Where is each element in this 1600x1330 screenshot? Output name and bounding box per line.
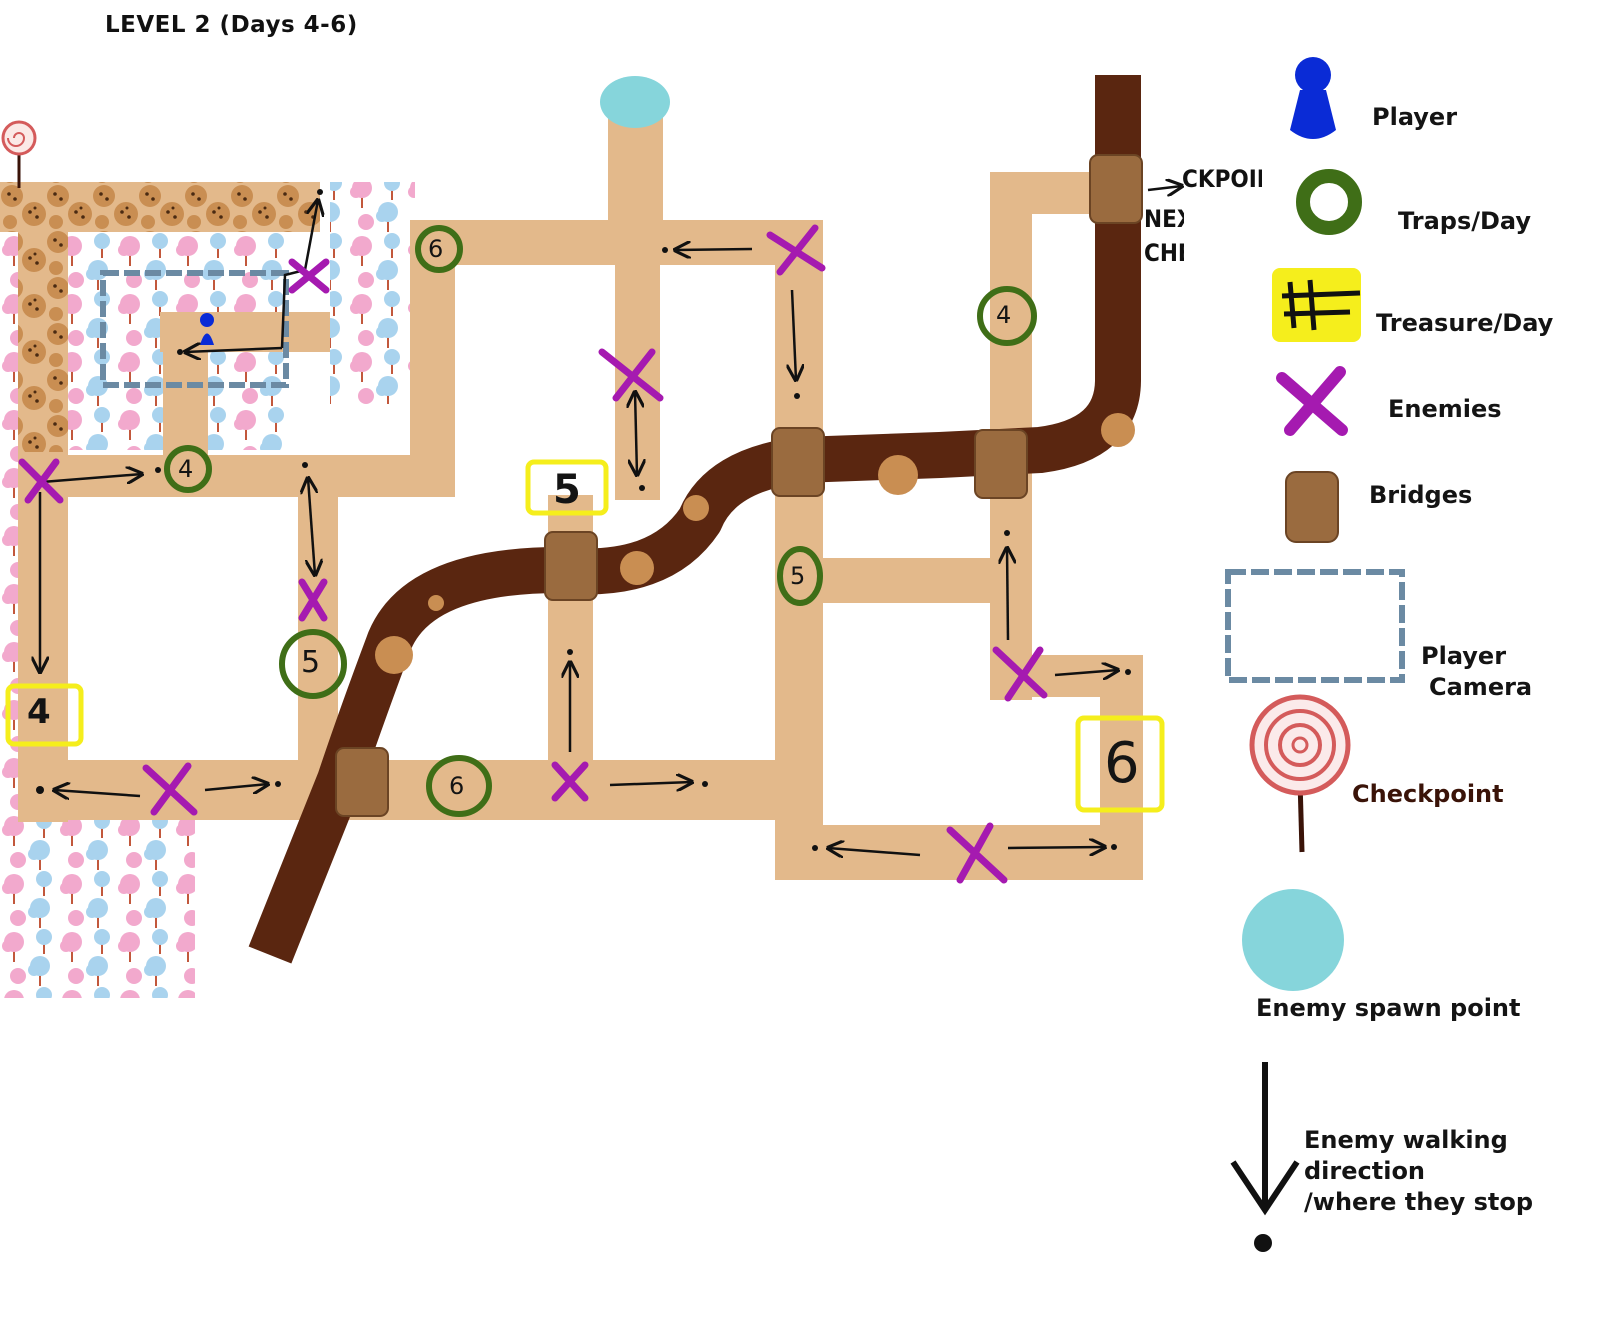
trap-5-left	[279, 629, 347, 699]
legend-player-label: Player	[1372, 103, 1458, 131]
legend-walk-label-1: Enemy walking	[1304, 1126, 1508, 1154]
treasure-4-number: 4	[27, 692, 51, 732]
legend-walk-label-2: direction	[1304, 1157, 1426, 1185]
legend-spawn-icon	[1242, 889, 1344, 991]
trap-5-left-number: 5	[301, 645, 321, 680]
treasure-5	[525, 459, 609, 516]
legend-walk-arrow-icon	[1230, 1062, 1300, 1252]
legend-bridges-label: Bridges	[1369, 481, 1473, 509]
bridge	[771, 427, 825, 497]
legend-camera-icon	[1225, 569, 1405, 683]
player-camera	[100, 270, 289, 388]
legend-trap-icon	[1296, 169, 1362, 235]
treasures	[5, 459, 1165, 813]
legend-spawn-label: Enemy spawn point	[1256, 994, 1521, 1022]
bridge	[974, 429, 1028, 499]
trap-4-left-number: 4	[178, 455, 194, 483]
player-icon	[200, 313, 214, 345]
bridges	[335, 154, 1143, 817]
trap-4-right	[977, 286, 1037, 346]
treasure-6	[1075, 715, 1165, 813]
bridge	[335, 747, 389, 817]
next-checkpoint-label-1: CKPOINT	[1182, 165, 1262, 193]
level-title: LEVEL 2 (Days 4-6)	[105, 12, 358, 38]
trap-6-top-number: 6	[428, 235, 444, 263]
next-checkpoint-label-2: NEX	[1144, 205, 1184, 233]
legend-treasure-label: Treasure/Day	[1376, 309, 1554, 337]
legend-checkpoint-icon	[1249, 694, 1351, 853]
trap-6-bottom-number: 6	[449, 772, 465, 800]
legend-traps-label: Traps/Day	[1398, 207, 1532, 235]
legend-player-icon	[1290, 57, 1336, 139]
legend-enemy-icon	[1276, 366, 1348, 436]
trap-6-bottom	[426, 755, 492, 817]
enemies	[18, 224, 1048, 884]
legend-camera-label-2: Camera	[1429, 673, 1533, 701]
treasure-6-number: 6	[1104, 731, 1140, 796]
traps	[164, 225, 1037, 817]
legend-treasure-icon	[1272, 268, 1361, 342]
next-checkpoint-label-3: CHE	[1144, 239, 1184, 267]
trap-4-left	[164, 445, 212, 493]
legend-enemies-label: Enemies	[1388, 395, 1502, 423]
enemy-paths	[40, 186, 1182, 855]
trap-5-mid-number: 5	[790, 562, 806, 590]
trap-5-mid	[777, 546, 823, 606]
enemy-stop-points	[36, 189, 1131, 851]
enemy-spawn-point	[600, 76, 670, 128]
legend-checkpoint-label: Checkpoint	[1352, 780, 1504, 808]
bridge	[544, 531, 598, 601]
trap-4-right-number: 4	[996, 301, 1012, 329]
bridge	[1089, 154, 1143, 224]
legend-bridge-icon	[1285, 471, 1339, 543]
treasure-5-number: 5	[553, 467, 581, 513]
legend-camera-label-1: Player	[1421, 642, 1507, 670]
checkpoint-icon	[1, 120, 37, 188]
legend-walk-label-3: /where they stop	[1304, 1188, 1534, 1216]
trap-6-top	[415, 225, 463, 273]
river-cookies	[375, 413, 1135, 674]
treasure-4	[5, 683, 84, 747]
